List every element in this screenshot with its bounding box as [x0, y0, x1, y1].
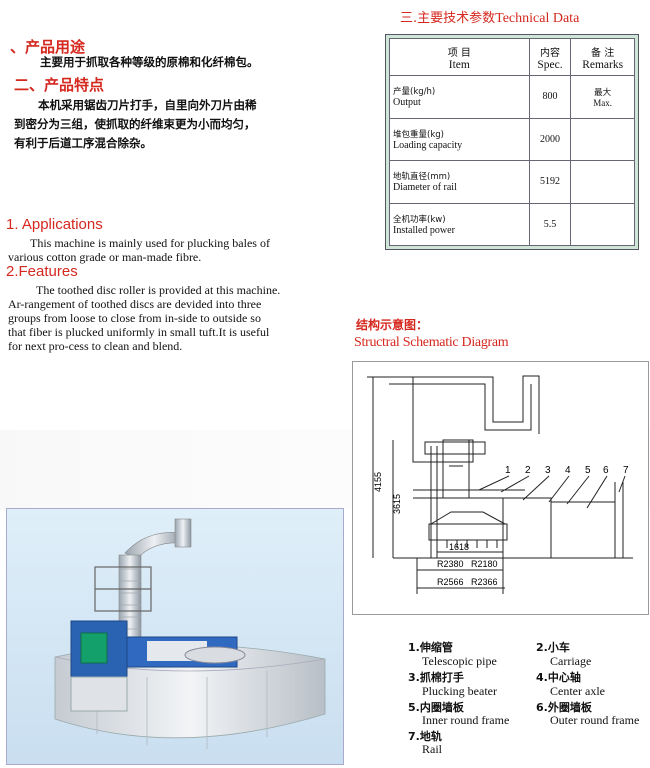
en-applications-line1: This machine is mainly used for plucking… — [30, 236, 270, 250]
machine-photo — [6, 508, 344, 765]
row-item-en: Loading capacity — [393, 139, 463, 151]
legend-6-en: Outer round frame — [550, 713, 640, 727]
row-item: 全机功率(kw) Installed power — [389, 202, 530, 246]
row-remark — [570, 202, 635, 246]
row-spec: 800 — [528, 75, 572, 119]
en-applications-title: 1. Applications — [6, 216, 103, 233]
machine-illustration — [54, 518, 326, 749]
legend-5-en: Inner round frame — [422, 713, 510, 727]
en-features-line: for next pro-cess to clean and blend. — [8, 339, 183, 353]
row-spec: 5.5 — [528, 202, 572, 246]
table-row: 堆包重量(kg) Loading capacity 2000 — [389, 117, 635, 161]
zh-features-line1: 本机采用锯齿刀片打手，自里向外刀片由稀 — [38, 98, 257, 112]
row-spec: 2000 — [528, 117, 572, 161]
part-number: 5 — [585, 465, 591, 476]
part-number: 1 — [505, 465, 511, 476]
schematic-diagram: 4155 3615 1618 R2380 R2180 R2566 R2366 1… — [352, 361, 649, 615]
en-features-line: groups from loose to close from in-side … — [8, 311, 261, 325]
dim-height-1: 4155 — [373, 472, 383, 492]
table-row: 产量(kg/h) Output 800 最大 Max. — [389, 75, 635, 119]
row-remark — [570, 117, 635, 161]
dim-radius-3: R2566 — [437, 577, 464, 587]
en-features-line: The toothed disc roller is provided at t… — [36, 283, 281, 297]
row-item: 堆包重量(kg) Loading capacity — [389, 117, 530, 161]
header-spec: 内容 Spec. — [528, 38, 572, 76]
header-remarks: 备 注 Remarks — [570, 38, 635, 76]
zh-features-title: 二、产品特点 — [14, 76, 105, 94]
row-remark — [570, 160, 635, 204]
zh-features-line3: 有利于后道工序混合除杂。 — [14, 136, 152, 150]
dim-height-2: 3615 — [392, 494, 402, 514]
row-remark-zh: 最大 — [594, 87, 612, 98]
en-features-line: Ar-rangement of toothed discs are devide… — [8, 297, 262, 311]
schematic-drawing: 4155 3615 1618 R2380 R2180 R2566 R2366 1… — [367, 375, 633, 594]
tech-title-en: Technical Data — [495, 11, 580, 26]
tech-title-zh: 三.主要技术参数 — [400, 11, 496, 26]
row-remark: 最大 Max. — [570, 75, 635, 119]
table-header-row: 项 目 Item 内容 Spec. 备 注 Remarks — [389, 38, 635, 76]
header-item: 项 目 Item — [389, 38, 530, 76]
legend-7-en: Rail — [422, 742, 442, 756]
part-number: 6 — [603, 465, 609, 476]
en-features-title: 2.Features — [6, 263, 78, 280]
diagram-title-en: Structral Schematic Diagram — [354, 335, 509, 350]
row-item-zh: 地轨直径(mm) — [393, 172, 451, 183]
row-item-en: Output — [393, 97, 421, 109]
spec-table: 项 目 Item 内容 Spec. 备 注 Remarks 产量(kg/h) O… — [385, 34, 639, 250]
dim-radius-2: R2180 — [471, 559, 498, 569]
legend-3-zh: 3.抓棉打手 — [408, 671, 464, 684]
header-remarks-zh: 备 注 — [591, 47, 615, 59]
zh-usage-text: 主要用于抓取各种等级的原棉和化纤棉包。 — [40, 55, 259, 69]
dim-radius-4: R2366 — [471, 577, 498, 587]
tech-title: 三.主要技术参数Technical Data — [400, 7, 579, 27]
legend-3-en: Plucking beater — [422, 684, 497, 698]
part-number: 7 — [623, 465, 629, 476]
header-spec-en: Spec. — [537, 58, 563, 71]
legend-4-zh: 4.中心轴 — [536, 671, 581, 684]
legend-4-en: Center axle — [550, 684, 605, 698]
diagram-title-zh: 结构示意图： — [356, 318, 429, 332]
legend-2-en: Carriage — [550, 654, 592, 668]
zh-features-line2: 到密分为三组，使抓取的纤维束更为小而均匀， — [14, 117, 256, 131]
row-item: 地轨直径(mm) Diameter of rail — [389, 160, 530, 204]
header-spec-zh: 内容 — [539, 47, 560, 59]
header-item-zh: 项 目 — [447, 47, 471, 59]
legend-2-zh: 2.小车 — [536, 641, 570, 654]
header-remarks-en: Remarks — [582, 58, 624, 71]
row-item: 产量(kg/h) Output — [389, 75, 530, 119]
part-number: 4 — [565, 465, 571, 476]
row-remark-en: Max. — [593, 97, 613, 108]
legend-7-zh: 7.地轨 — [408, 730, 442, 743]
legend-1-zh: 1.伸缩管 — [408, 641, 453, 654]
row-item-en: Installed power — [393, 224, 455, 236]
row-item-en: Diameter of rail — [393, 182, 457, 194]
row-item-zh: 产量(kg/h) — [393, 87, 436, 98]
zh-usage-title: 、产品用途 — [10, 38, 86, 56]
en-applications-line2: various cotton grade or man-made fibre. — [8, 250, 202, 264]
legend-6-zh: 6.外圈墙板 — [536, 701, 592, 714]
legend-1-en: Telescopic pipe — [422, 654, 497, 668]
dim-radius-1: R2380 — [437, 559, 464, 569]
part-number: 3 — [545, 465, 551, 476]
header-item-en: Item — [448, 58, 470, 71]
table-row: 全机功率(kw) Installed power 5.5 — [389, 202, 635, 246]
legend-5-zh: 5.内圈墙板 — [408, 701, 464, 714]
dim-width: 1618 — [449, 542, 469, 552]
part-number: 2 — [525, 465, 531, 476]
row-item-zh: 全机功率(kw) — [393, 214, 446, 225]
row-spec: 5192 — [528, 160, 572, 204]
row-item-zh: 堆包重量(kg) — [393, 129, 444, 140]
table-row: 地轨直径(mm) Diameter of rail 5192 — [389, 160, 635, 204]
en-features-line: that fiber is plucked uniformly in small… — [8, 325, 270, 339]
